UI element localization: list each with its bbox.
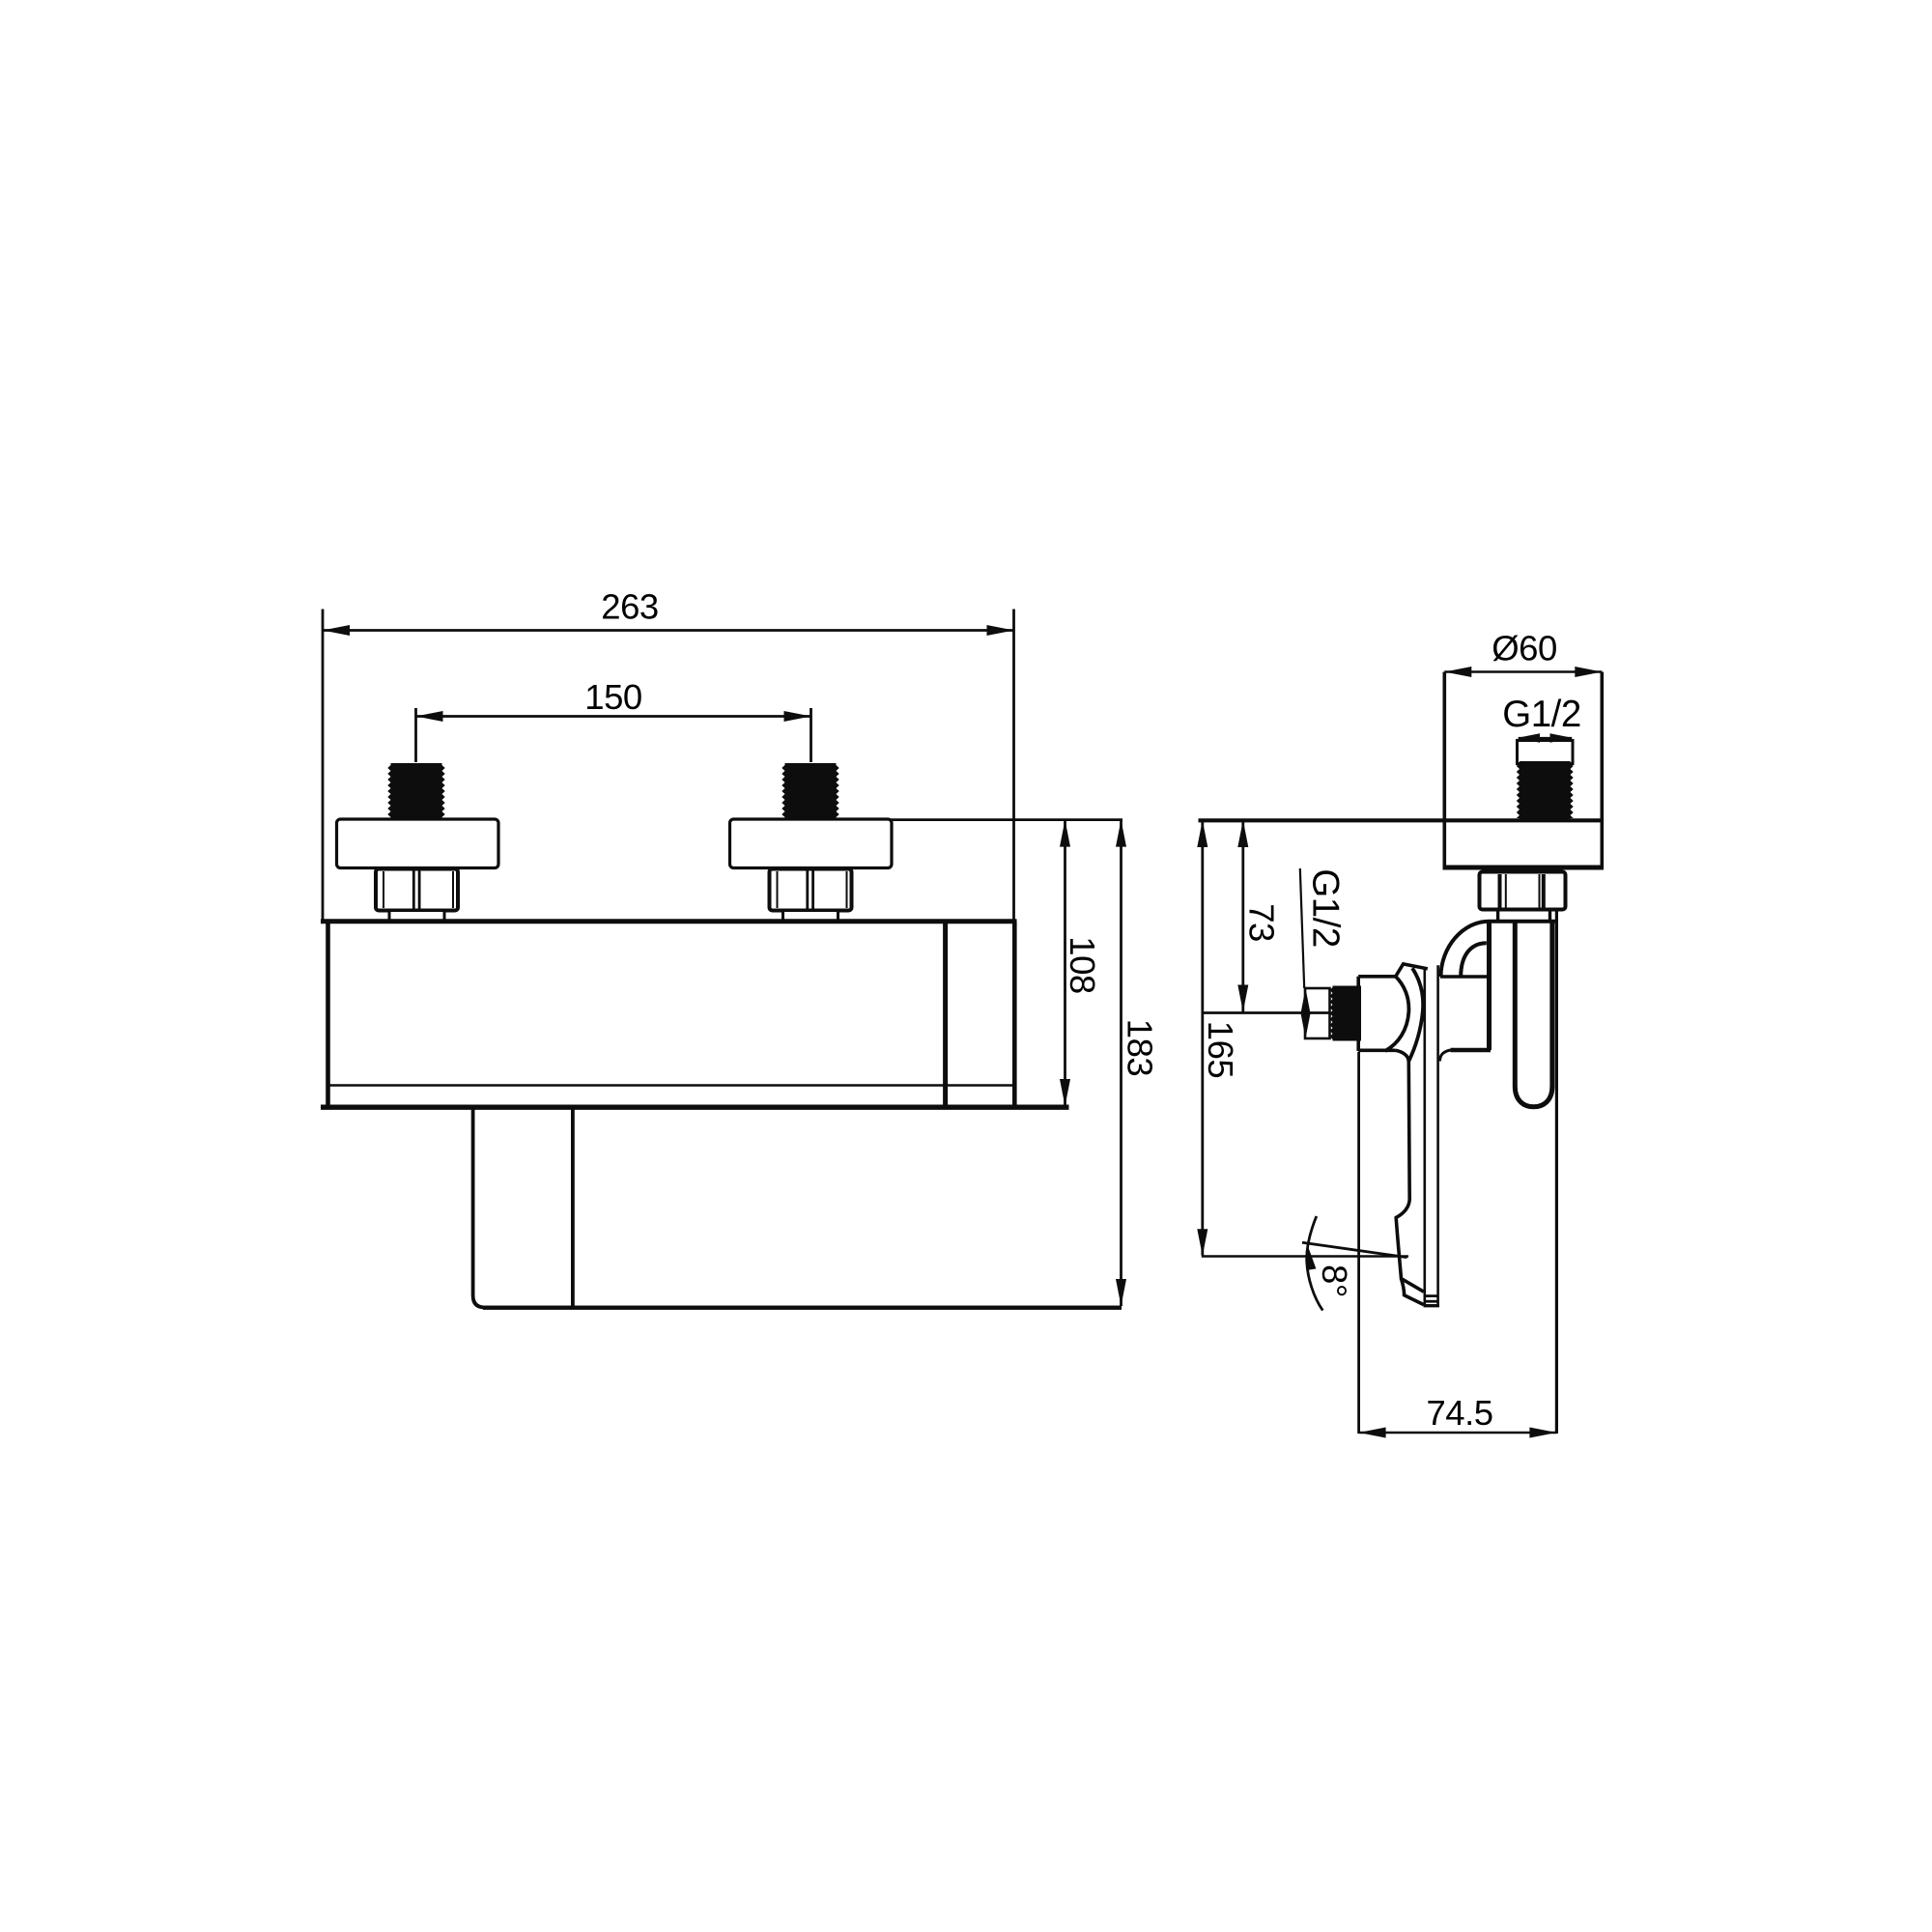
svg-text:G1/2: G1/2 bbox=[1502, 694, 1580, 735]
svg-text:183: 183 bbox=[1121, 1019, 1160, 1076]
svg-text:Ø60: Ø60 bbox=[1492, 629, 1557, 668]
svg-text:263: 263 bbox=[601, 587, 658, 627]
svg-text:74.5: 74.5 bbox=[1426, 1393, 1492, 1433]
svg-text:165: 165 bbox=[1201, 1021, 1240, 1078]
svg-text:150: 150 bbox=[584, 677, 641, 717]
svg-text:73: 73 bbox=[1242, 903, 1282, 942]
svg-text:108: 108 bbox=[1063, 936, 1102, 993]
svg-text:8°: 8° bbox=[1315, 1264, 1354, 1297]
svg-text:G1/2: G1/2 bbox=[1305, 868, 1347, 947]
